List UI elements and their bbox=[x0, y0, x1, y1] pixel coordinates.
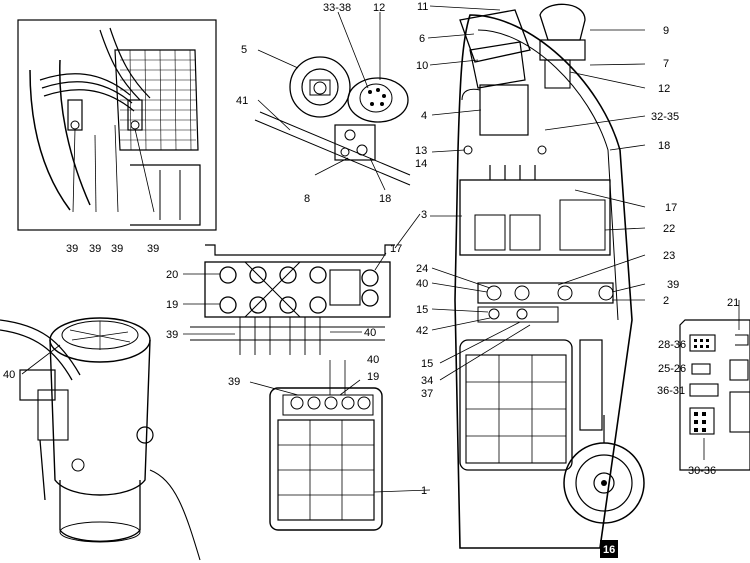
callout-4: 4 bbox=[421, 110, 427, 122]
callout-25-26: 25-26 bbox=[658, 363, 686, 375]
callout-12-right: 12 bbox=[658, 83, 670, 95]
terminal-strip bbox=[183, 213, 421, 355]
callout-13: 13 bbox=[415, 145, 427, 157]
callout-18-right: 18 bbox=[658, 140, 670, 152]
callout-23: 23 bbox=[663, 250, 675, 262]
connector-pinouts bbox=[679, 300, 750, 471]
callout-39-mid: 39 bbox=[166, 329, 178, 341]
callout-15-b: 15 bbox=[421, 358, 433, 370]
callout-10: 10 bbox=[416, 60, 428, 72]
callout-40-low: 40 bbox=[367, 354, 379, 366]
callout-19-low: 19 bbox=[367, 371, 379, 383]
callout-36-31: 36-31 bbox=[657, 385, 685, 397]
callout-28-36: 28-36 bbox=[658, 339, 686, 351]
inset-wiring-detail bbox=[17, 19, 217, 231]
callout-8: 8 bbox=[304, 193, 310, 205]
callout-41: 41 bbox=[236, 95, 248, 107]
callout-2: 2 bbox=[663, 295, 669, 307]
callout-6: 6 bbox=[419, 33, 425, 45]
callout-15-a: 15 bbox=[416, 304, 428, 316]
callout-24: 24 bbox=[416, 263, 428, 275]
callout-21: 21 bbox=[727, 297, 739, 309]
callout-17-right: 17 bbox=[665, 202, 677, 214]
callout-33-38: 33-38 bbox=[323, 2, 351, 14]
callout-9: 9 bbox=[663, 25, 669, 37]
callout-39-d: 39 bbox=[147, 243, 159, 255]
callout-14: 14 bbox=[415, 158, 427, 170]
callout-18-mid: 18 bbox=[379, 193, 391, 205]
main-housing bbox=[427, 3, 646, 549]
callout-7: 7 bbox=[663, 58, 669, 70]
callout-17-mid: 17 bbox=[390, 243, 402, 255]
relay-box-lower bbox=[249, 360, 431, 531]
pump-assembly bbox=[0, 317, 201, 561]
callout-42: 42 bbox=[416, 325, 428, 337]
callout-40-left: 40 bbox=[416, 278, 428, 290]
callout-11: 11 bbox=[417, 1, 428, 13]
callout-39-b: 39 bbox=[89, 243, 101, 255]
callout-32-35: 32-35 bbox=[651, 111, 679, 123]
figure-number: 16 bbox=[603, 544, 615, 556]
callout-40-mid: 40 bbox=[364, 327, 376, 339]
callout-39-right: 39 bbox=[667, 279, 679, 291]
callout-40-far: 40 bbox=[3, 369, 15, 381]
callout-20: 20 bbox=[166, 269, 178, 281]
socket-detail bbox=[254, 11, 411, 191]
callout-22: 22 bbox=[663, 223, 675, 235]
callout-19-mid: 19 bbox=[166, 299, 178, 311]
figure-number-badge bbox=[600, 540, 618, 558]
callout-34: 34 bbox=[421, 375, 433, 387]
callout-3: 3 bbox=[421, 209, 427, 221]
callout-37: 37 bbox=[421, 388, 433, 400]
callout-39-low: 39 bbox=[228, 376, 240, 388]
callout-39-a: 39 bbox=[66, 243, 78, 255]
callout-30-36: 30-36 bbox=[688, 465, 716, 477]
callout-1: 1 bbox=[421, 485, 427, 497]
callout-12-top: 12 bbox=[373, 2, 385, 14]
callout-5: 5 bbox=[241, 44, 247, 56]
callout-39-c: 39 bbox=[111, 243, 123, 255]
